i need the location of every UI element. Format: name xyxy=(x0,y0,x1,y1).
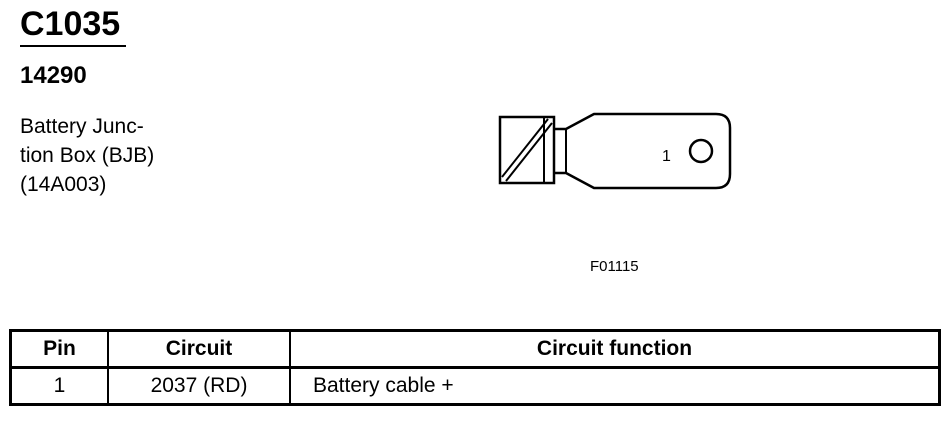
cell-circuit-function: Battery cable + xyxy=(289,366,941,406)
ring-terminal-drawing: 1 xyxy=(498,112,732,190)
connector-id: C1035 xyxy=(20,5,121,43)
description-line-2: tion Box (BJB) xyxy=(20,144,155,167)
table-header-row: Pin Circuit Circuit function xyxy=(9,329,941,369)
pin-label: 1 xyxy=(662,148,671,165)
header-circuit: Circuit xyxy=(107,329,291,369)
terminal-tongue xyxy=(554,112,732,190)
description-line-3: (14A003) xyxy=(20,173,107,196)
cell-pin: 1 xyxy=(9,366,109,406)
ring-hole xyxy=(688,138,714,164)
figure-id: F01115 xyxy=(590,258,639,275)
pin-table: Pin Circuit Circuit function 1 2037 (RD)… xyxy=(9,329,941,406)
terminal-barrel xyxy=(498,115,556,185)
title-underline xyxy=(20,45,126,47)
description-line-1: Battery Junc- xyxy=(20,115,144,138)
cell-circuit: 2037 (RD) xyxy=(107,366,291,406)
header-circuit-function: Circuit function xyxy=(289,329,941,369)
table-row: 1 2037 (RD) Battery cable + xyxy=(9,366,941,406)
barrel-slash-1 xyxy=(501,118,549,178)
component-description: Battery Junc- tion Box (BJB) (14A003) xyxy=(20,112,154,199)
part-number: 14290 xyxy=(20,62,87,89)
header-pin: Pin xyxy=(9,329,109,369)
barrel-slash-2 xyxy=(505,122,553,182)
